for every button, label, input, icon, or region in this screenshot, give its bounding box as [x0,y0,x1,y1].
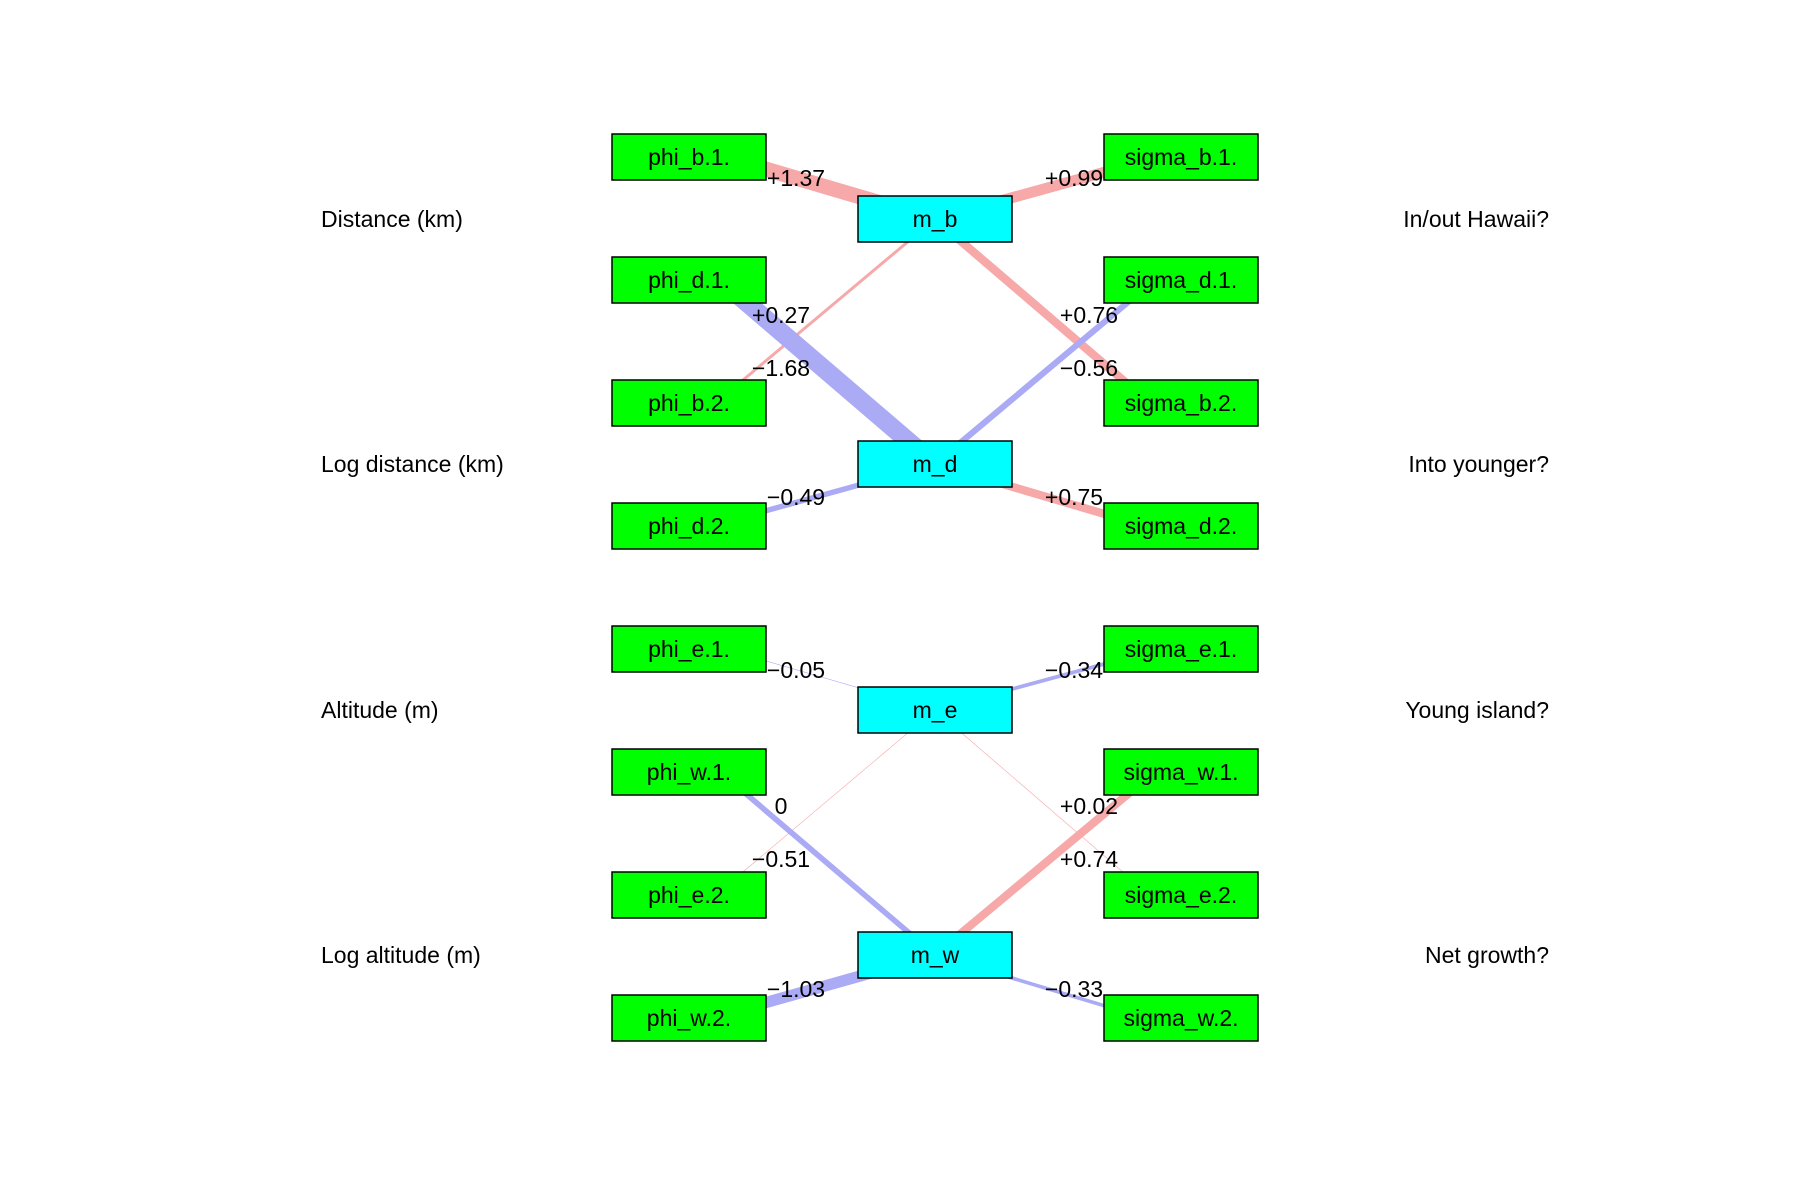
node-phi-d-2: phi_d.2. [611,502,767,550]
node-label: sigma_e.2. [1125,882,1238,908]
node-m-e: m_e [857,686,1013,734]
node-box [1103,256,1259,304]
node-box [1103,871,1259,919]
edge-label-sigma-b-2: +0.76 [1060,302,1118,328]
node-box [1103,379,1259,427]
node-box [857,686,1013,734]
node-label: phi_w.2. [647,1005,731,1031]
edge-label-sigma-e-1: −0.34 [1045,657,1103,683]
edge-sigma-d-1-to-m-d [931,278,1156,468]
node-label: phi_d.2. [648,513,730,539]
node-label: phi_e.1. [648,636,730,662]
node-box [611,994,767,1042]
node-phi-d-1: phi_d.1. [611,256,767,304]
left-label-altitude-m: Altitude (m) [321,697,439,723]
node-label: phi_d.1. [648,267,730,293]
node-m-w: m_w [857,931,1013,979]
node-box [611,748,767,796]
node-phi-b-1: phi_b.1. [611,133,767,181]
edge-label-sigma-b-1: +0.99 [1045,165,1103,191]
edge-phi-d-1-to-m-d [708,268,945,474]
node-label: sigma_b.1. [1125,144,1238,170]
node-label: sigma_w.1. [1123,759,1238,785]
node-label: sigma_e.1. [1125,636,1238,662]
node-box [611,625,767,673]
node-box [1103,133,1259,181]
node-phi-w-2: phi_w.2. [611,994,767,1042]
node-label: phi_e.2. [648,882,730,908]
node-sigma-w-1: sigma_w.1. [1103,748,1259,796]
edge-labels-layer: +1.37 +0.99 +0.27 +0.76 −1.68 −0.56 −0.49 +0.75… [752,165,1118,1002]
node-sigma-w-2: sigma_w.2. [1103,994,1259,1042]
node-label: sigma_d.1. [1125,267,1238,293]
node-box [1103,502,1259,550]
node-box [611,379,767,427]
node-sigma-b-2: sigma_b.2. [1103,379,1259,427]
node-phi-b-2: phi_b.2. [611,379,767,427]
node-label: phi_b.1. [648,144,730,170]
node-label: phi_w.1. [647,759,731,785]
edge-phi-w-1-to-m-w [715,767,938,958]
node-sigma-d-1: sigma_d.1. [1103,256,1259,304]
edge-label-sigma-w-1: +0.74 [1060,846,1118,872]
right-label-in-out-hawaii: In/out Hawaii? [1403,206,1549,232]
edge-phi-e-2-to-m-e [717,709,936,894]
node-label: sigma_d.2. [1125,513,1238,539]
node-label: m_b [913,206,958,232]
edges-layer [708,147,1158,1022]
edge-label-sigma-w-2: −0.33 [1045,976,1103,1002]
left-label-log-distance-km: Log distance (km) [321,451,504,477]
edge-label-sigma-d-2: +0.75 [1045,484,1103,510]
side-labels-layer: Distance (km) Log distance (km) Altitude (… [321,206,1549,968]
node-label: m_e [913,697,958,723]
node-sigma-e-1: sigma_e.1. [1103,625,1259,673]
edge-phi-b-2-to-m-b [716,217,937,403]
edge-label-phi-d-2: −0.49 [767,484,825,510]
edge-label-phi-b-1: +1.37 [767,165,825,191]
node-box [1103,625,1259,673]
node-box [1103,748,1259,796]
edge-label-phi-e-1: −0.05 [767,657,825,683]
node-label: sigma_w.2. [1123,1005,1238,1031]
edge-label-phi-w-2: −1.03 [767,976,825,1002]
edge-label-sigma-e-2: +0.02 [1060,793,1118,819]
edge-label-sigma-d-1: −0.56 [1060,355,1118,381]
right-label-young-island: Young island? [1405,697,1549,723]
node-box [611,256,767,304]
node-sigma-d-2: sigma_d.2. [1103,502,1259,550]
node-sigma-b-1: sigma_b.1. [1103,133,1259,181]
node-box [857,440,1013,488]
node-box [857,195,1013,243]
edge-label-phi-d-1: −1.68 [752,355,810,381]
left-label-log-altitude-m: Log altitude (m) [321,942,481,968]
edge-sigma-e-2-to-m-e [934,709,1153,898]
node-phi-e-1: phi_e.1. [611,625,767,673]
node-label: m_d [913,451,958,477]
node-label: m_w [911,942,960,968]
node-label: sigma_b.2. [1125,390,1238,416]
node-label: phi_b.2. [648,390,730,416]
node-phi-w-1: phi_w.1. [611,748,767,796]
node-m-d: m_d [857,440,1013,488]
node-box [611,133,767,181]
node-sigma-e-2: sigma_e.2. [1103,871,1259,919]
node-box [611,502,767,550]
node-box [1103,994,1259,1042]
node-m-b: m_b [857,195,1013,243]
edge-label-phi-e-2: 0 [775,793,788,819]
edge-sigma-b-2-to-m-b [930,214,1157,410]
node-box [611,871,767,919]
right-label-into-younger: Into younger? [1408,451,1549,477]
nodes-layer: phi_b.1. phi_d.1. phi_b.2. phi_d.2. phi_e.1.… [611,133,1259,1042]
edge-sigma-w-1-to-m-w [930,769,1157,960]
left-label-distance-km: Distance (km) [321,206,463,232]
edge-label-phi-w-1: −0.51 [752,846,810,872]
right-label-net-growth: Net growth? [1425,942,1549,968]
node-phi-e-2: phi_e.2. [611,871,767,919]
node-box [857,931,1013,979]
edge-label-phi-b-2: +0.27 [752,302,810,328]
